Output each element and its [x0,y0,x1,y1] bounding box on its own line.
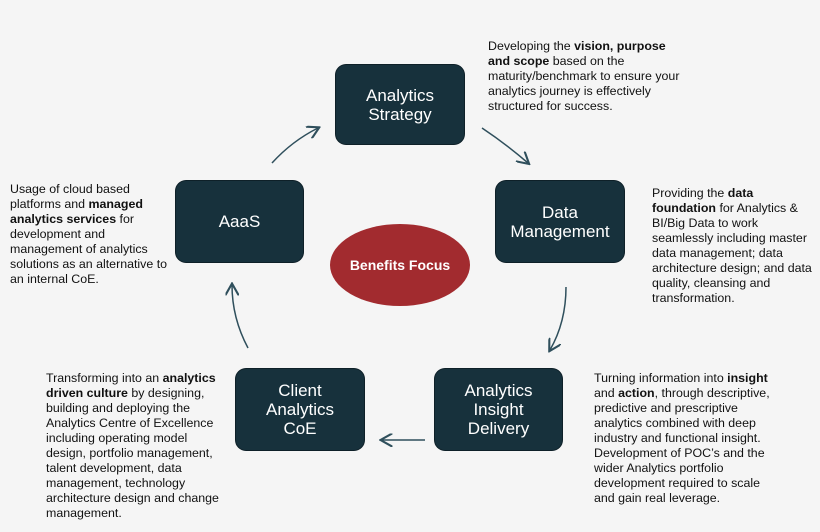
insight-delivery-line1: Analytics [464,381,533,400]
benefits-focus-ellipse: Benefits Focus [330,224,470,306]
client-coe-line1: Client [278,381,322,400]
data-management-line2: Management [510,221,610,241]
analytics-insight-delivery-node: Analytics Insight Delivery [435,369,562,450]
data-management-node: Data Management [496,181,624,262]
client-coe-line3: CoE [283,419,317,438]
insight-desc-bold2: action [618,386,655,400]
aaas-line1: AaaS [218,212,261,231]
client-desc-text2: by designing, building and deploying the… [46,386,219,520]
data-desc-bold1: data foundation [652,186,754,215]
analytics-strategy-line1: Analytics [365,85,435,105]
aaas-node: AaaS [176,181,303,262]
client-desc-bold1: analytics driven culture [46,371,216,400]
insight-desc-bold1: insight [727,371,768,385]
data-desc-text1: Providing the [652,186,728,200]
insight-desc-text1: Turning information into [594,371,728,385]
analytics-strategy-node: Analytics Strategy [336,65,464,144]
insight-delivery-line2: Insight [473,400,524,419]
aaas-desc-bold1: managed analytics services [10,197,143,226]
analytics-strategy-line2: Strategy [368,104,432,124]
insight-description: Turning information into insight and act… [594,371,782,506]
arrow-strategy-to-data [481,127,528,163]
arrow-data-to-insight [550,286,567,350]
client-analytics-coe-node: Client Analytics CoE [236,369,364,450]
data-desc-text2: for Analytics & BI/Big Data to work seam… [652,201,812,305]
data-management-line1: Data [542,202,578,222]
strategy-description: Developing the vision, purpose and scope… [488,39,688,114]
strategy-desc-text2: based on the maturity/benchmark to ensur… [488,54,680,113]
data-description: Providing the data foundation for Analyt… [652,186,814,306]
strategy-desc-text1: Developing the [488,39,575,53]
insight-desc-text2: and [594,386,619,400]
client-desc-text1: Transforming into an [46,371,163,385]
client-description: Transforming into an analytics driven cu… [46,371,226,521]
aaas-description: Usage of cloud based platforms and manag… [10,182,172,287]
strategy-desc-bold1: vision, purpose and scope [488,39,666,68]
benefits-focus-label: Benefits Focus [349,257,451,273]
arrow-aaas-to-strategy [271,128,318,164]
arrow-client-to-aaas [232,285,249,349]
insight-desc-text3: , through descriptive, predictive and pr… [594,386,770,505]
aaas-desc-text2: for development and management of analyt… [10,212,168,286]
insight-delivery-line3: Delivery [467,419,530,438]
client-coe-line2: Analytics [265,400,335,419]
aaas-desc-text1: Usage of cloud based platforms and [10,182,130,211]
